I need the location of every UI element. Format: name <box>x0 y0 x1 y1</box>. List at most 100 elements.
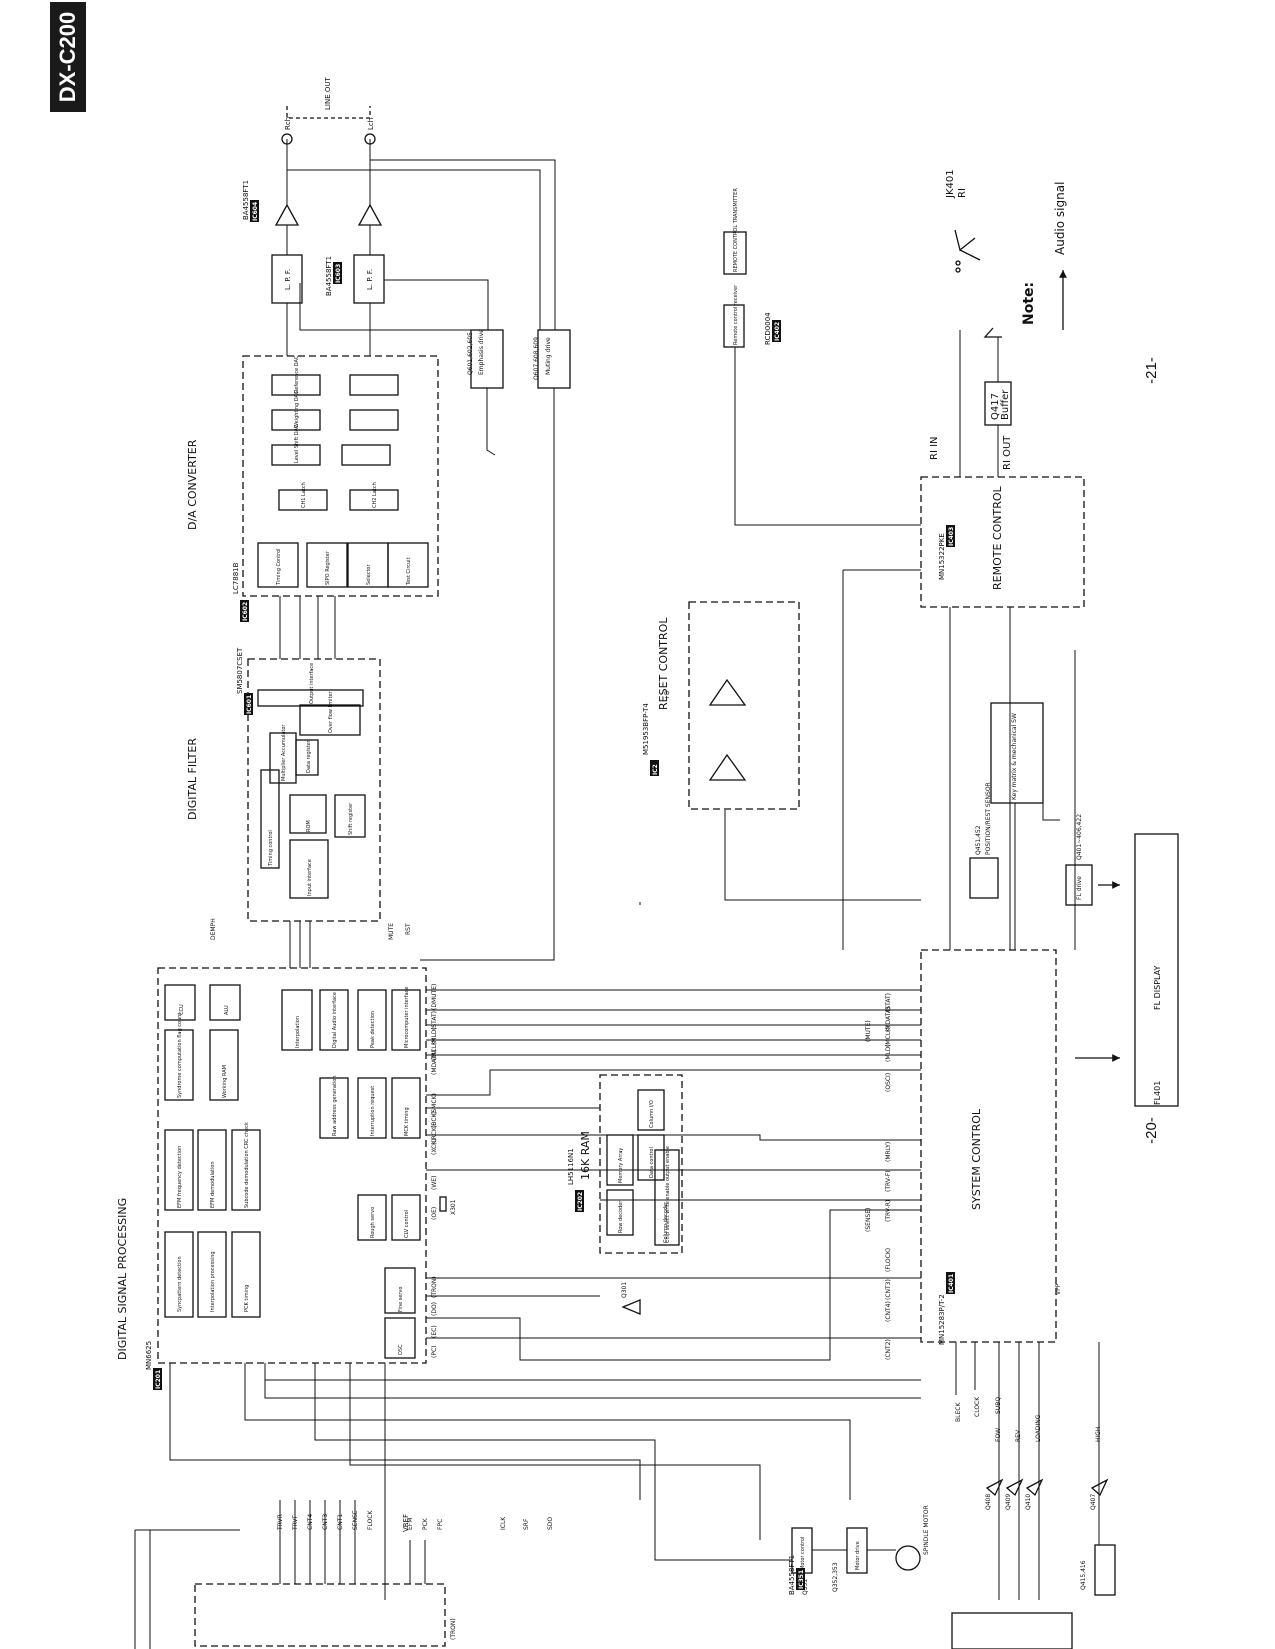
ic602-part: LC7881B <box>232 562 240 594</box>
ram-blocks-label-1: Row decoder <box>618 1200 624 1233</box>
dsp-pin-9: (WE) <box>431 1176 438 1190</box>
dsp-blocks-label-10: Interpolation <box>295 1016 301 1048</box>
ri-out: RI OUT <box>1002 435 1013 470</box>
vcc-b-label: +B <box>664 691 671 700</box>
dsp-blocks-label-6: Syndrome computation flag count <box>177 1013 183 1098</box>
q415-label: Q415,416 <box>1080 1560 1087 1590</box>
dsp-blocks-label-5: Subcode demodulation CRC check <box>244 1122 250 1208</box>
section-digital-filter: DIGITAL FILTER <box>186 738 199 820</box>
bottom-label-10: ICLK <box>500 1516 507 1530</box>
filter-blocks-label-2: Shift register <box>348 802 354 835</box>
dac-blocks-label-6: Level Shift DAC <box>294 424 300 463</box>
syscon-signal-3: (MLD) <box>885 1044 892 1062</box>
syscon-signal-12: (CNT2) <box>885 1339 892 1360</box>
ic351-part: BA4558FT1 <box>788 1555 796 1595</box>
syscon-signal-6: (TRV-F) <box>885 1170 892 1192</box>
dsp-blocks-label-19: Fine servo <box>398 1287 404 1313</box>
fl-drive-ref: Q401~406,422 <box>1076 814 1083 860</box>
dsp-blocks-label-13: Microcomputer interface <box>404 987 410 1048</box>
q351-label: Q351 <box>802 1579 809 1595</box>
syscon-signal-16: SUBQ <box>995 1397 1002 1414</box>
emphasis-label: Emphasis drive <box>478 329 485 375</box>
dsp-blocks-label-4: EFM demodulation <box>210 1162 216 1209</box>
dsp-blocks-label-11: Digital Audio interface <box>332 992 338 1048</box>
filter-blocks-label-3: Input interface <box>307 859 313 896</box>
muting-label: Muting drive <box>545 337 552 375</box>
lpf-r: L. P. F. <box>284 269 292 290</box>
ic402-ref: IC402 <box>774 322 781 341</box>
rst-label: RST <box>405 923 412 935</box>
ic401-part: MN15283P/T-2 <box>938 1294 946 1345</box>
bottom-label-8: PCK <box>422 1517 429 1530</box>
syscon-signal-2: (MCLK) <box>885 1026 892 1047</box>
rch-label: Rch <box>284 117 292 130</box>
dsp-pin-10: (OE) <box>431 1207 438 1220</box>
syscon-signal-8: (SENSE) <box>865 1208 872 1232</box>
dsp-blocks-label-7: Working RAM <box>222 1065 228 1098</box>
dsp-blocks-label-9: ALU <box>224 1005 230 1015</box>
transistor-q408: Q408 <box>985 1494 992 1510</box>
ic351-ref: IC351 <box>798 1570 805 1589</box>
ic201-ref: IC201 <box>155 1370 162 1389</box>
bottom-label-12: SDO <box>547 1517 554 1530</box>
section-16k-ram: 16K RAM <box>579 1131 592 1180</box>
dac-blocks-label-7: Weighting DAC <box>294 390 300 428</box>
dac-blocks-label-2: Selector <box>366 564 372 585</box>
lpf-l: L. P. F. <box>366 269 374 290</box>
syscon-signal-11: (CNT4) <box>885 1301 892 1322</box>
filter-blocks-label-5: Data register <box>306 739 312 773</box>
dac-blocks-label-3: Test Circuit <box>406 557 412 586</box>
section-fl-display: FL DISPLAY <box>1153 965 1162 1010</box>
dsp-blocks-label-15: Interruption request <box>370 1086 376 1136</box>
ic2-ref: IC2 <box>652 764 659 775</box>
section-system-control: SYSTEM CONTROL <box>970 1108 983 1210</box>
position-sensor-ref: Q451,452 <box>975 825 982 855</box>
dac-blocks-label-0: Timing Control <box>276 548 282 586</box>
syscon-signal-4: (OSCI) <box>885 1073 892 1092</box>
ram-blocks-label-4: Column decoder <box>663 1201 669 1243</box>
section-da-converter: D/A CONVERTER <box>186 439 199 530</box>
dsp-pin-6: (BCK) <box>431 1111 438 1128</box>
muting-q: Q607,608,609 <box>533 337 540 380</box>
dsp-pin-14: (PC) <box>431 1346 438 1359</box>
bottom-label-6: FLOCK <box>367 1510 374 1530</box>
ic604-part: BA4558FT1 <box>242 180 250 220</box>
bottom-label-4: CNT1 <box>337 1514 344 1530</box>
mute-label: MUTE <box>388 923 395 940</box>
syscon-signal-18: REV <box>1015 1429 1022 1442</box>
dsp-pin-12: (DO) <box>431 1302 438 1316</box>
ic403-part: MN15322PKE <box>938 533 946 580</box>
jk401-ref: JK401 <box>945 169 956 199</box>
dsp-blocks-label-0: Syncpattern detection <box>177 1256 183 1312</box>
dsp-blocks-label-8: CCU <box>179 1004 185 1015</box>
remote-transmitter: REMOTE CONTROL TRANSMITTER <box>733 188 739 272</box>
ri-in: RI IN <box>929 436 940 460</box>
dsp-box <box>157 967 427 1364</box>
ic202-ref: IC202 <box>577 1192 584 1211</box>
filter-blocks-label-7: Output interface <box>309 663 315 704</box>
syscon-signal-15: CLOCK <box>974 1396 981 1417</box>
fl401-label: FL401 <box>1153 1081 1162 1105</box>
ic601-ref: IC601 <box>246 695 253 714</box>
dsp-blocks-label-1: Interpolation processing <box>210 1251 216 1312</box>
bottom-label-9: FPC <box>437 1519 444 1530</box>
transistor-q410: Q410 <box>1025 1494 1032 1510</box>
dsp-pin-8: (XCK) <box>431 1139 438 1155</box>
section-dsp: DIGITAL SIGNAL PROCESSING <box>116 1198 129 1360</box>
ram-blocks-label-2: Data control <box>649 1147 655 1178</box>
motor-control: Motor control <box>800 1537 806 1570</box>
demph-label: DEMPH <box>210 918 217 940</box>
bottom-label-13: (TRON) <box>450 1618 457 1640</box>
vpp-label: VPP <box>1055 1283 1062 1295</box>
note-legend: Audio signal <box>1053 182 1067 255</box>
ic603-ref: IC603 <box>335 264 342 283</box>
dsp-pin-7: (LRCK) <box>431 1125 438 1145</box>
bottom-label-3: CNT3 <box>322 1514 329 1530</box>
dsp-blocks-label-20: OSC <box>398 1344 404 1355</box>
syscon-signal-1: (MDATA) <box>885 1007 892 1032</box>
filter-blocks-label-0: Timing control <box>268 830 274 867</box>
ic603-part: BA4558FT1 <box>325 256 333 296</box>
note-title: Note: <box>1021 282 1037 325</box>
ic401-ref: IC401 <box>948 1274 955 1293</box>
